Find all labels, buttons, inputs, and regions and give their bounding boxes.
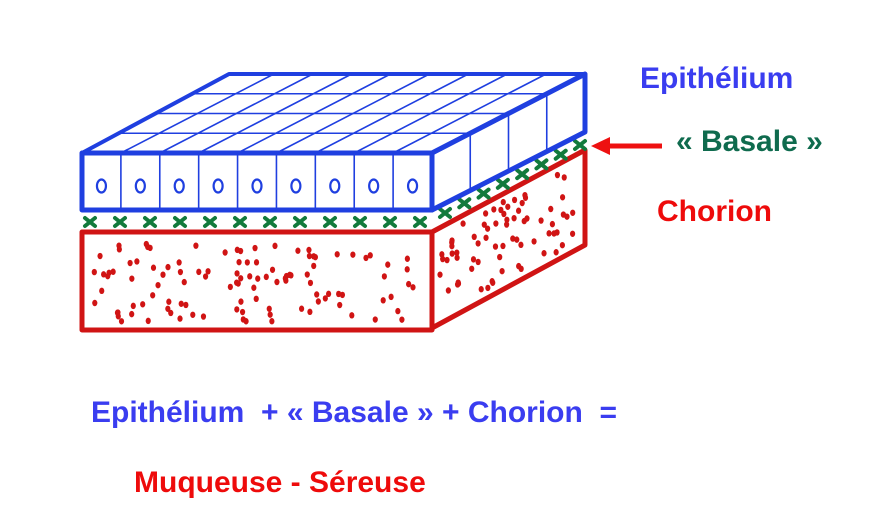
- result-line: Muqueuse - Séreuse: [134, 466, 426, 499]
- epithelium-layer: [79, 71, 588, 213]
- chorion-dots: [91, 171, 576, 325]
- arrow-icon: [591, 137, 662, 155]
- equation-line: Epithélium + « Basale » + Chorion =: [91, 396, 617, 429]
- chorion-layer: [79, 147, 588, 333]
- label-epithelium: Epithélium: [640, 62, 794, 95]
- nuclei: [95, 178, 419, 194]
- label-chorion: Chorion: [657, 195, 772, 228]
- basale-layer: [83, 139, 587, 228]
- label-basale: « Basale »: [676, 125, 823, 158]
